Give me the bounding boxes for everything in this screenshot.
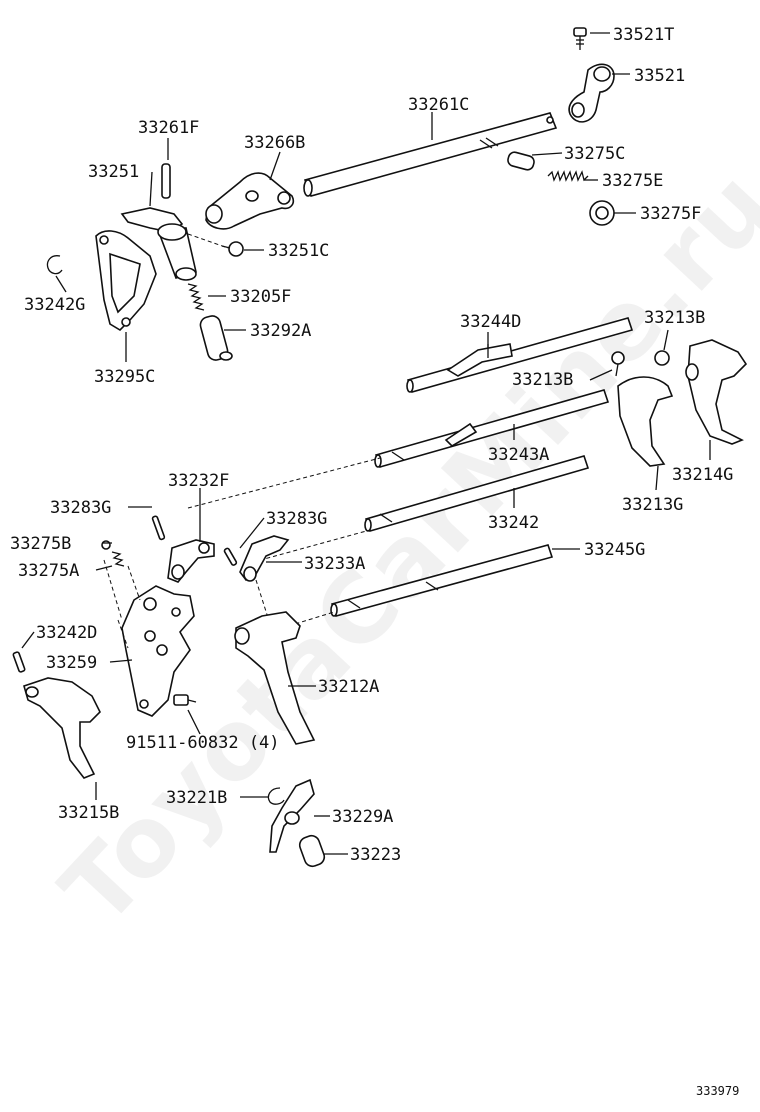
label-33229a: 33229A bbox=[332, 807, 393, 827]
label-33212a: 33212A bbox=[318, 677, 379, 697]
part-33242d-pin[interactable] bbox=[12, 651, 26, 673]
label-33292a: 33292A bbox=[250, 321, 311, 341]
label-33215b: 33215B bbox=[58, 803, 119, 823]
label-33259: 33259 bbox=[46, 653, 97, 673]
part-33261f-pin[interactable] bbox=[161, 163, 171, 199]
part-33242g-snap-ring[interactable] bbox=[46, 255, 63, 275]
dash-leader bbox=[127, 565, 141, 601]
part-33521t-bolt[interactable] bbox=[573, 27, 587, 50]
label-33213b-b: 33213B bbox=[512, 370, 573, 390]
part-33266b-lever[interactable] bbox=[205, 172, 295, 230]
part-33205f-spring[interactable] bbox=[187, 283, 205, 311]
dash-leader bbox=[103, 559, 123, 621]
label-33275f: 33275F bbox=[640, 204, 701, 224]
part-33275b-ball[interactable] bbox=[101, 540, 111, 550]
part-33292a-plunger[interactable] bbox=[199, 314, 233, 362]
label-33213g: 33213G bbox=[622, 495, 683, 515]
label-33251c: 33251C bbox=[268, 241, 329, 261]
part-33213g-shift-fork[interactable] bbox=[617, 376, 674, 467]
part-91511-bolt[interactable] bbox=[173, 694, 197, 706]
part-33261c-shift-rod[interactable] bbox=[303, 112, 558, 197]
part-33214g-shift-fork[interactable] bbox=[685, 339, 748, 445]
label-33283g-a: 33283G bbox=[50, 498, 111, 518]
label-33214g: 33214G bbox=[672, 465, 733, 485]
label-33205f: 33205F bbox=[230, 287, 291, 307]
part-33223-shoe[interactable] bbox=[297, 833, 326, 868]
part-33275e-spring[interactable] bbox=[547, 170, 589, 182]
label-33245g: 33245G bbox=[584, 540, 645, 560]
part-33242-shift-rail[interactable] bbox=[364, 455, 590, 532]
label-33295c: 33295C bbox=[94, 367, 155, 387]
part-33212a-shift-fork[interactable] bbox=[234, 611, 316, 745]
label-33232f: 33232F bbox=[168, 471, 229, 491]
part-33275a-spring[interactable] bbox=[111, 551, 125, 567]
dash-leader bbox=[187, 233, 229, 249]
part-33213b-bolt-a[interactable] bbox=[611, 351, 625, 377]
label-33233a: 33233A bbox=[304, 554, 365, 574]
label-33266b: 33266B bbox=[244, 133, 305, 153]
label-33275c: 33275C bbox=[564, 144, 625, 164]
part-33251c-bolt[interactable] bbox=[221, 241, 244, 257]
label-33242d: 33242D bbox=[36, 623, 97, 643]
part-33243a-shift-rail[interactable] bbox=[374, 389, 610, 468]
label-33261f: 33261F bbox=[138, 118, 199, 138]
part-33521-shift-head[interactable] bbox=[568, 63, 615, 123]
part-33283g-pin-b[interactable] bbox=[223, 547, 238, 566]
dash-leader bbox=[187, 457, 381, 509]
label-33275e: 33275E bbox=[602, 171, 663, 191]
part-33275c-pin[interactable] bbox=[507, 151, 536, 171]
label-33521: 33521 bbox=[634, 66, 685, 86]
part-33215b-shift-fork[interactable] bbox=[23, 677, 101, 779]
label-91511-60832: 91511-60832 (4) bbox=[126, 733, 280, 753]
label-33223: 33223 bbox=[350, 845, 401, 865]
part-33245g-shift-rail[interactable] bbox=[330, 544, 554, 617]
part-33221b-snap-ring[interactable] bbox=[267, 787, 285, 805]
label-33243a: 33243A bbox=[488, 445, 549, 465]
part-33251-lever-housing[interactable] bbox=[120, 207, 197, 281]
label-33242g: 33242G bbox=[24, 295, 85, 315]
dash-leader bbox=[245, 529, 371, 565]
part-33232f-lever[interactable] bbox=[167, 539, 215, 583]
label-33283g-b: 33283G bbox=[266, 509, 327, 529]
part-33295c-plate[interactable] bbox=[95, 230, 157, 332]
leader-lines bbox=[21, 32, 711, 855]
part-33233a-lever[interactable] bbox=[239, 535, 290, 582]
label-33261c: 33261C bbox=[408, 95, 469, 115]
part-33275f-plug[interactable] bbox=[589, 200, 615, 226]
dash-leader bbox=[117, 619, 129, 649]
label-33521t: 33521T bbox=[613, 25, 674, 45]
label-33275a: 33275A bbox=[18, 561, 79, 581]
label-33213b-a: 33213B bbox=[644, 308, 705, 328]
part-33229a-lever[interactable] bbox=[269, 778, 315, 853]
label-33244d: 33244D bbox=[460, 312, 521, 332]
page-number: 333979 bbox=[696, 1084, 739, 1098]
label-33275b: 33275B bbox=[10, 534, 71, 554]
label-33251: 33251 bbox=[88, 162, 139, 182]
label-33221b: 33221B bbox=[166, 788, 227, 808]
part-33283g-pin-a[interactable] bbox=[151, 515, 166, 541]
part-33213b-bolt-b[interactable] bbox=[654, 350, 670, 366]
label-33242: 33242 bbox=[488, 513, 539, 533]
